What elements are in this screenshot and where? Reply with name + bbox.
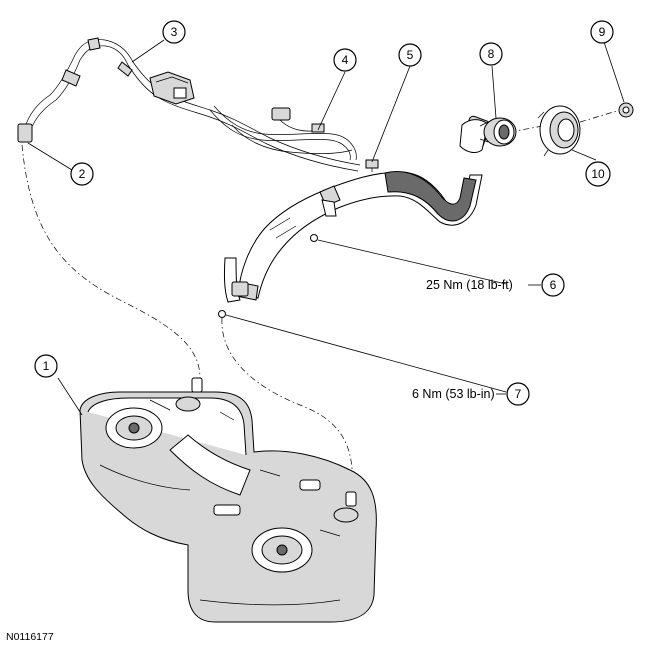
leader-3 (131, 39, 165, 63)
callout-9: 9 (590, 20, 614, 44)
callout-4-label: 4 (342, 53, 349, 67)
torque-spec-7: 6 Nm (53 lb-in) (412, 387, 495, 401)
tube-connector (17, 123, 33, 143)
callout-8-label: 8 (488, 47, 495, 61)
grommet (618, 102, 634, 118)
fuel-filler-cap (479, 117, 517, 147)
dashline-tube-to-tank (21, 144, 201, 379)
leader-9 (603, 41, 625, 103)
fuel-filler-pipe (218, 115, 491, 318)
callout-6-label: 6 (550, 278, 557, 292)
callout-2-label: 2 (79, 167, 86, 181)
filler-pocket-housing (537, 105, 581, 157)
callout-10-label: 10 (591, 167, 605, 181)
callout-1-label: 1 (43, 359, 50, 373)
dashline-cap-axis (579, 109, 621, 123)
leader-7 (225, 314, 507, 393)
callout-6: 6 (541, 273, 565, 297)
callout-5: 5 (398, 43, 422, 67)
leader-6 (317, 239, 507, 285)
leader-1 (57, 377, 83, 416)
leader-8 (491, 65, 497, 119)
callout-1: 1 (34, 354, 58, 378)
dashline-filler-to-tank (221, 317, 353, 489)
tank-filler-port (345, 491, 357, 507)
leader-4 (317, 71, 346, 131)
electrical-connector (271, 107, 291, 121)
tank-vent-port (191, 377, 203, 393)
callout-10: 10 (585, 161, 611, 187)
leader-5 (371, 65, 411, 163)
callout-3: 3 (162, 20, 186, 44)
callout-4: 4 (333, 48, 357, 72)
bolt-6 (310, 234, 318, 242)
callout-2: 2 (70, 162, 94, 186)
callout-5-label: 5 (407, 48, 414, 62)
leader-2 (27, 142, 73, 171)
clamp-7 (218, 310, 226, 318)
callout-3-label: 3 (171, 25, 178, 39)
callout-7: 7 (506, 382, 530, 406)
fuel-tank (79, 377, 377, 623)
figure-id: N0116177 (6, 631, 54, 643)
torque-spec-6: 25 Nm (18 lb-ft) (426, 278, 513, 292)
callout-9-label: 9 (599, 25, 606, 39)
leader-10 (571, 149, 597, 161)
callout-8: 8 (479, 42, 503, 66)
callout-7-label: 7 (515, 387, 522, 401)
vapor-tube (17, 37, 361, 172)
